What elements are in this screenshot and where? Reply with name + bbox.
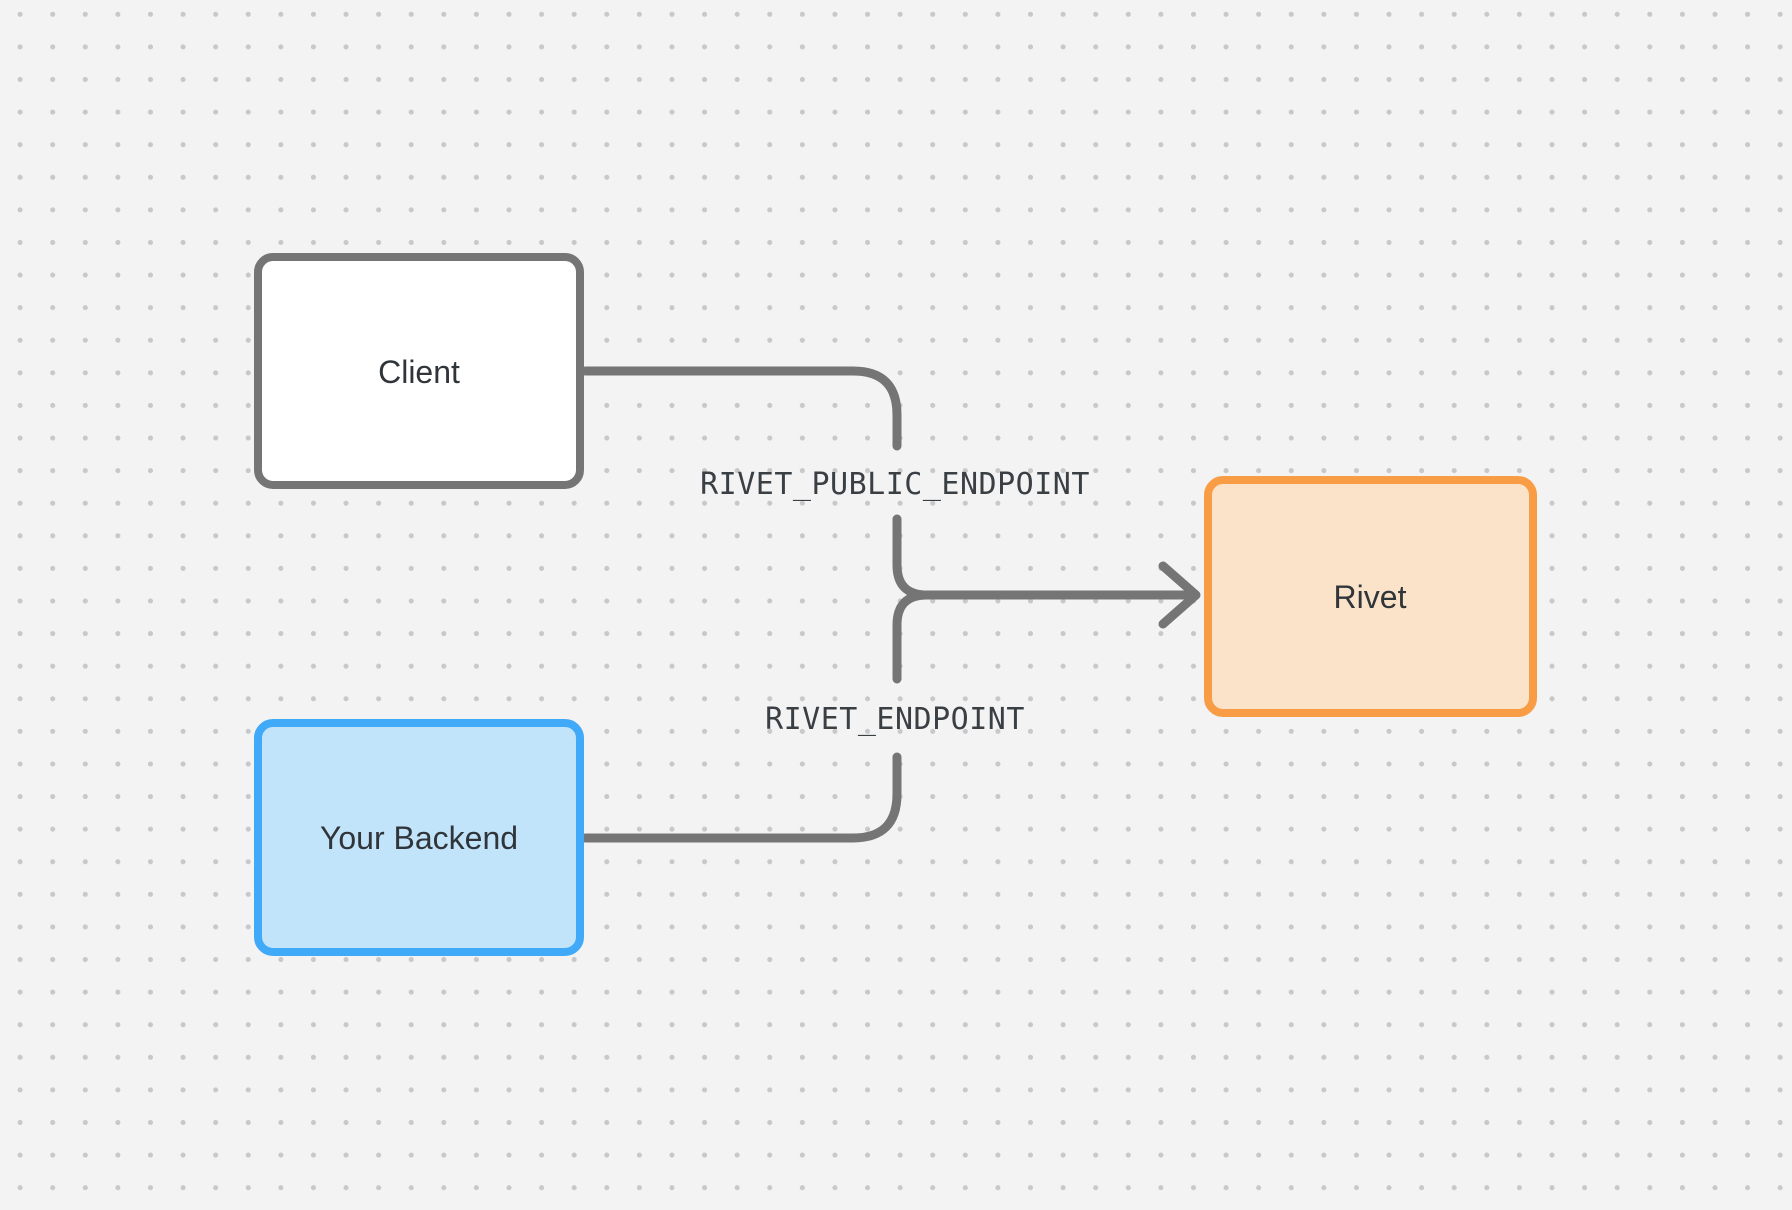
client-node-label: Client: [378, 354, 460, 390]
your-backend-node-label: Your Backend: [320, 820, 518, 856]
rivet-endpoint-label: RIVET_ENDPOINT: [765, 702, 1025, 737]
edge-client-merge-segment: [892, 514, 932, 600]
your-backend-node: [254, 719, 584, 956]
rivet-node-label: Rivet: [1334, 579, 1407, 615]
arrowhead-icon: [1158, 561, 1201, 629]
edge-backend-lower-segment: [580, 752, 902, 843]
rivet-node: [1204, 476, 1537, 717]
rivet-public-endpoint-label: RIVET_PUBLIC_ENDPOINT: [700, 467, 1090, 502]
edge-client-upper-segment: [580, 366, 902, 451]
client-node: [254, 253, 584, 489]
edge-backend-merge-segment: [892, 590, 932, 684]
